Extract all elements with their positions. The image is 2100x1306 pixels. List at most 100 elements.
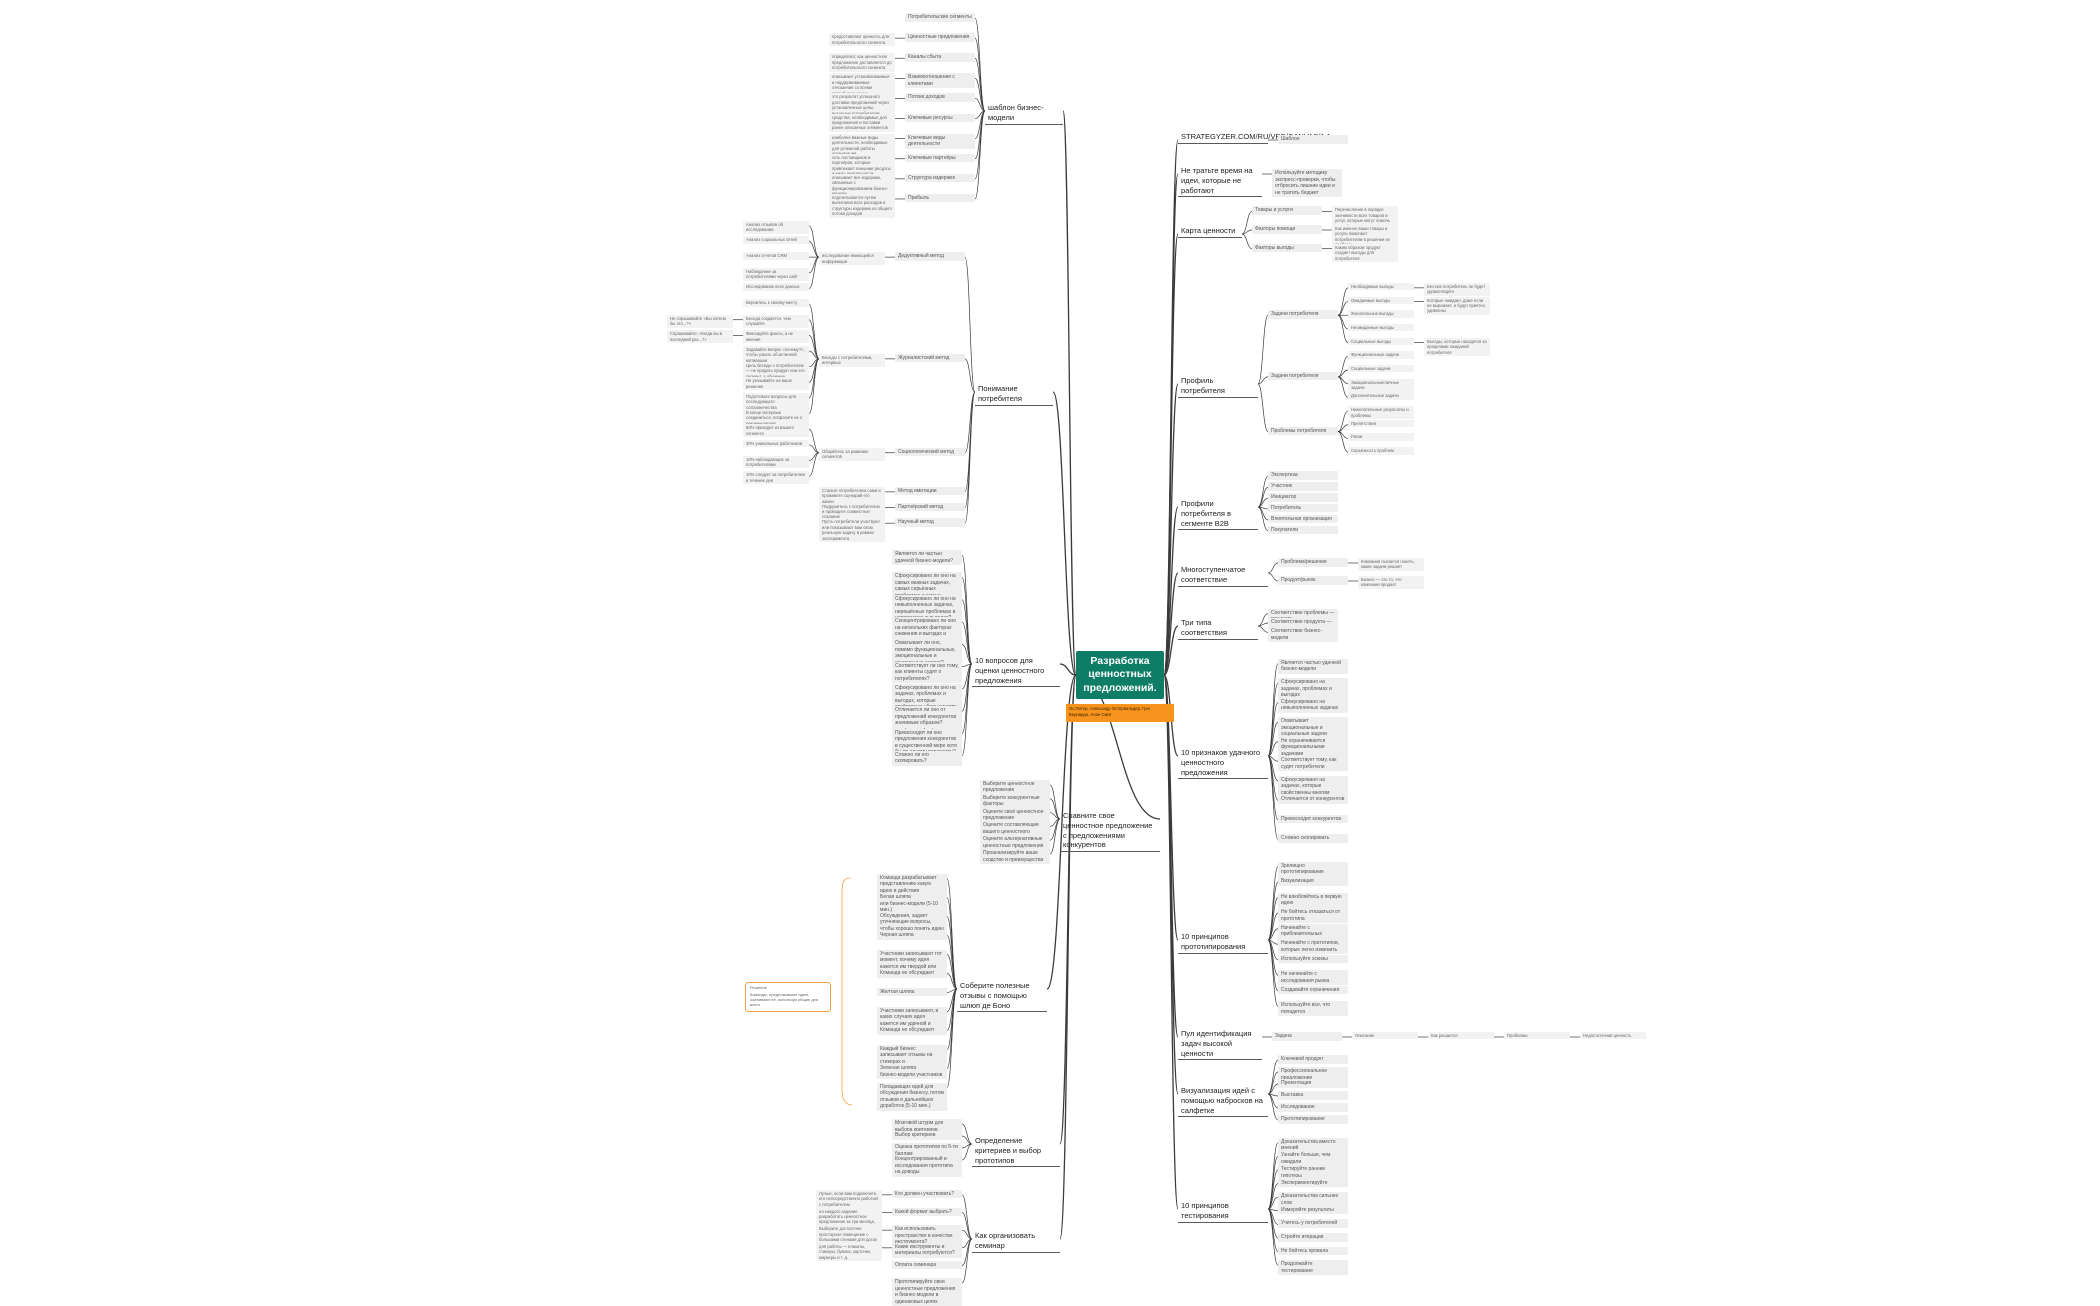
main-branch-topic[interactable]: 10 признаков удачного ценностного предло… bbox=[1178, 747, 1268, 780]
branch-subtopic[interactable]: Желтая шляпа bbox=[877, 987, 947, 996]
main-branch-topic[interactable]: Пул идентификация задач высокой ценности bbox=[1178, 1028, 1262, 1061]
branch-leaf[interactable]: для работы — плакаты, стикеры, бумага, к… bbox=[816, 1242, 882, 1262]
branch-subtopic[interactable]: Прототипирование bbox=[1278, 1115, 1348, 1124]
branch-leaf[interactable]: Пусть потребители участвуют или показыва… bbox=[819, 518, 885, 542]
branch-subtopic[interactable]: Тестируйте ранние гипотезы bbox=[1278, 1165, 1348, 1180]
branch-leaf[interactable]: Анализ отчетов CRM bbox=[743, 252, 809, 260]
branch-subtopic[interactable]: Сложно ли его скопировать? bbox=[892, 750, 962, 766]
branch-leaf[interactable]: Задавайте вопрос «почему?», чтобы узнать… bbox=[743, 346, 809, 365]
branch-leaf[interactable]: 30% уникальных работников bbox=[743, 439, 809, 448]
branch-subtopic[interactable]: Попадающих идей для обсуждения бизнесу, … bbox=[877, 1082, 947, 1111]
branch-subtopic[interactable]: Мозговой штурм для выбора критериев bbox=[892, 1119, 962, 1134]
branch-leaf[interactable]: Общайтесь за рамками сегментов bbox=[819, 447, 885, 461]
branch-subtopic[interactable]: Концентрированный и исследования прототи… bbox=[892, 1155, 962, 1177]
branch-subtopic[interactable]: Является частью удачной бизнес-модели bbox=[1278, 658, 1348, 674]
branch-subtopic[interactable]: Соответствует ли оно тому, как клиенты с… bbox=[892, 661, 962, 684]
branch-subtopic[interactable]: Соответствует тому, как судят потребител… bbox=[1278, 756, 1348, 772]
branch-leaf[interactable]: Вернитесь к своему месту bbox=[743, 299, 809, 307]
branch-subtopic[interactable]: Ключевые партнёры bbox=[905, 153, 975, 163]
branch-subtopic[interactable]: Узнайте больше, чем ожидали bbox=[1278, 1151, 1348, 1167]
branch-subtopic[interactable]: Партнёрский метод bbox=[895, 502, 965, 512]
branch-subtopic[interactable]: Структура издержек bbox=[905, 173, 975, 183]
branch-leaf[interactable]: Необходимые выгоды bbox=[1348, 282, 1414, 291]
main-branch-topic[interactable]: Определение критериев и выбор прототипов bbox=[972, 1135, 1060, 1168]
branch-subtopic[interactable]: Проблемы потребителя bbox=[1268, 426, 1338, 436]
branch-subtopic[interactable]: Метод имитации bbox=[895, 486, 965, 496]
branch-subtopic[interactable]: Визуализация bbox=[1278, 877, 1348, 886]
branch-leaf[interactable]: Функциональные задачи bbox=[1348, 351, 1414, 359]
branch-leaf[interactable]: подсчитывается путём вычитания всех расх… bbox=[829, 193, 895, 218]
branch-leaf[interactable]: Наблюдение за потребителями через сайт bbox=[743, 267, 809, 281]
branch-leaf[interactable]: наиболее важные виды деятельности, необх… bbox=[829, 133, 895, 158]
branch-subtopic[interactable]: Измеряйте результаты bbox=[1278, 1205, 1348, 1215]
branch-leaf[interactable]: Неожиданные выгоды bbox=[1348, 323, 1414, 332]
branch-subtopic[interactable]: Факторы выгоды bbox=[1252, 243, 1322, 253]
branch-subtopic[interactable]: Зеленая шляпа bbox=[877, 1063, 947, 1072]
branch-leaf[interactable]: 10% следует за потребителем в течение дн… bbox=[743, 471, 809, 485]
branch-subtopic[interactable]: Социологический метод bbox=[895, 447, 965, 457]
branch-subtopic[interactable]: Белая шляпа bbox=[877, 892, 947, 901]
branch-subtopic[interactable]: Ключевой продукт bbox=[1278, 1055, 1348, 1064]
branch-subtopic[interactable]: Отличается ли оно от предложений конкуре… bbox=[892, 706, 962, 728]
branch-subtopic[interactable]: Оцените альтернативные ценностные предло… bbox=[980, 835, 1050, 851]
branch-leaf[interactable]: Выгоды, которые находятся за пределами о… bbox=[1424, 337, 1490, 356]
branch-subtopic[interactable]: Товары и услуги bbox=[1252, 206, 1322, 215]
branch-subtopic[interactable]: Выберите ценностное предложение bbox=[980, 779, 1050, 795]
branch-subtopic[interactable]: Превосходит конкурентов bbox=[1278, 814, 1348, 824]
branch-subtopic[interactable]: Не начинайте с исследования рынка bbox=[1278, 970, 1348, 986]
branch-subtopic[interactable]: Черная шляпа bbox=[877, 930, 947, 939]
branch-leaf[interactable]: В конце интервью соединиться, попросите … bbox=[743, 408, 809, 427]
branch-leaf[interactable]: Бизнес — это то, что компания продает bbox=[1358, 576, 1424, 589]
branch-subtopic[interactable]: Оцените своё ценностное предложение bbox=[980, 807, 1050, 823]
branch-leaf[interactable]: Каким образом продукт создает выгоды для… bbox=[1332, 243, 1398, 263]
branch-leaf[interactable]: сеть поставщиков и партнёров, которые пр… bbox=[829, 153, 895, 178]
branch-leaf[interactable]: Станьте потребителем сами и проживите сц… bbox=[819, 486, 885, 506]
branch-leaf[interactable]: Нежелательные результаты и проблемы bbox=[1348, 406, 1414, 419]
main-branch-topic[interactable]: Сравните свое ценностное предложение с п… bbox=[1060, 810, 1160, 852]
branch-subtopic[interactable]: Экспертиза bbox=[1268, 471, 1338, 480]
branch-subtopic[interactable]: Какой формат выбрать? bbox=[892, 1207, 962, 1216]
branch-subtopic[interactable]: Сфокусировано на задачах, которые свойст… bbox=[1278, 775, 1348, 798]
branch-leaf[interactable]: Беседы с потребителями, интервью bbox=[819, 353, 885, 367]
branch-subtopic[interactable]: Продукт/рынок bbox=[1278, 576, 1348, 585]
main-branch-topic[interactable]: Многоступенчатое соответствие bbox=[1178, 564, 1268, 587]
branch-subtopic[interactable]: Потребительские сегменты bbox=[905, 13, 975, 22]
main-branch-topic[interactable]: Соберите полезные отзывы с помощью шлюп … bbox=[957, 980, 1047, 1013]
main-branch-topic[interactable]: Профили потребителя в сегменте B2B bbox=[1178, 498, 1258, 531]
branch-subtopic[interactable]: Как использовать пространство в качестве… bbox=[892, 1225, 962, 1247]
branch-leaf[interactable]: Спрашивайте: «Когда вы в последний раз..… bbox=[667, 330, 733, 344]
branch-subtopic[interactable]: Задачи потребителя bbox=[1268, 371, 1338, 381]
branch-leaf[interactable]: Не спрашивайте «Вы хотели бы это...?» bbox=[667, 314, 733, 328]
branch-leaf[interactable]: Подготовьте вопросы для последующего сот… bbox=[743, 392, 809, 412]
branch-subtopic[interactable]: Задачи потребителя bbox=[1268, 310, 1338, 319]
branch-leaf[interactable]: Социальные задачи bbox=[1348, 365, 1414, 373]
main-branch-topic[interactable]: Не тратьте время на идеи, которые не раб… bbox=[1178, 165, 1262, 198]
branch-leaf[interactable]: Не указывайте на ваше решение bbox=[743, 377, 809, 391]
main-branch-topic[interactable]: Как организовать семинар bbox=[972, 1230, 1060, 1253]
branch-subtopic[interactable]: Выбор критериев bbox=[892, 1131, 962, 1140]
branch-subtopic[interactable]: Охватывает эмоциональные и социальные за… bbox=[1278, 717, 1348, 739]
branch-leaf[interactable]: Анализ социальных сетей bbox=[743, 236, 809, 244]
branch-subtopic[interactable]: Не влюбляйтесь в первую идею bbox=[1278, 892, 1348, 908]
branch-leaf[interactable]: Фиксируйте факты, а не мнения bbox=[743, 330, 809, 344]
branch-subtopic[interactable]: Используйте методику экспресс-проверки, … bbox=[1272, 169, 1342, 197]
branch-subtopic[interactable]: Отличается от конкурентов bbox=[1278, 795, 1348, 804]
main-branch-topic[interactable]: Понимание потребителя bbox=[975, 383, 1053, 406]
branch-leaf[interactable]: Дополнительные задачи bbox=[1348, 392, 1414, 400]
branch-subtopic[interactable]: Ключевые виды деятельности bbox=[905, 133, 975, 149]
main-branch-topic[interactable]: 10 принципов прототипирования bbox=[1178, 931, 1268, 954]
main-branch-topic[interactable]: Профиль потребителя bbox=[1178, 375, 1258, 398]
main-branch-topic[interactable]: 10 принципов тестирования bbox=[1178, 1200, 1268, 1223]
branch-leaf[interactable]: Без них потребитель не будет удовлетворё… bbox=[1424, 282, 1490, 296]
branch-subtopic[interactable]: Дедуктивный метод bbox=[895, 252, 965, 261]
branch-subtopic[interactable]: Доказательства сильнее слов bbox=[1278, 1192, 1348, 1208]
branch-subtopic[interactable]: Влиятельная организация bbox=[1268, 514, 1338, 524]
branch-leaf[interactable]: Лучше, если вам подключите, кто непосред… bbox=[816, 1189, 882, 1209]
main-branch-topic[interactable]: STRATEGYZER.COM/RU/VPD/CANVAS/1.1 bbox=[1178, 131, 1331, 144]
branch-subtopic[interactable]: Соответствие бизнес-модели bbox=[1268, 627, 1338, 643]
branch-subtopic[interactable]: Каждый бизнес записывает отзывы на стике… bbox=[877, 1044, 947, 1079]
branch-leaf[interactable]: Серьёзность проблем bbox=[1348, 447, 1414, 455]
branch-subtopic[interactable]: Задача bbox=[1272, 1032, 1342, 1041]
branch-subtopic[interactable]: Выставка bbox=[1278, 1091, 1348, 1100]
branch-subtopic[interactable]: Является ли частью удачной бизнес-модели… bbox=[892, 550, 962, 566]
